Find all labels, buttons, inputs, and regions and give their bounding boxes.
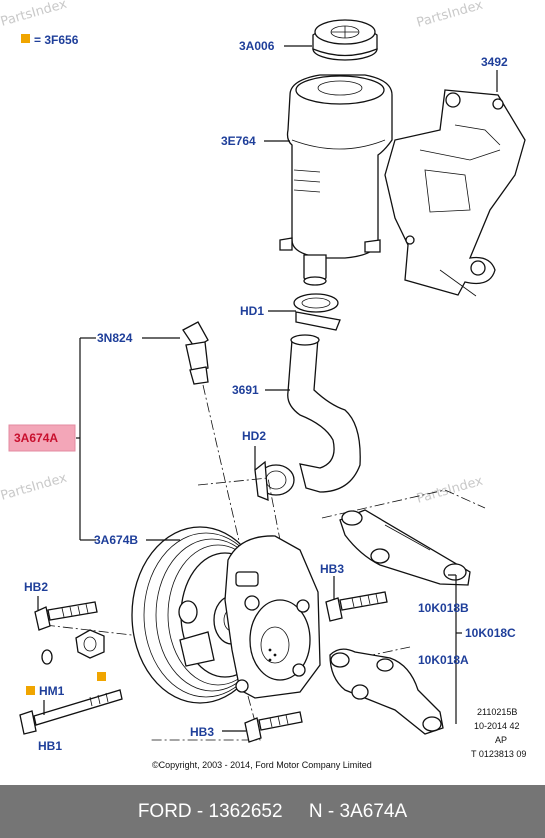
ref-line: T 0123813 09 [471, 749, 526, 759]
bracket-3492 [384, 89, 526, 297]
callout-hb1[interactable]: HB1 [38, 739, 62, 753]
axis-line [321, 489, 486, 519]
hose-end [290, 334, 320, 346]
callout-3691[interactable]: 3691 [232, 383, 259, 397]
stud-nut-hm1 [41, 629, 105, 665]
reservoir-cap [312, 19, 378, 61]
hm1-marker [97, 672, 106, 681]
callout-hd1[interactable]: HD1 [240, 304, 264, 318]
hose [287, 337, 361, 493]
pump-bracket-upper [339, 509, 471, 586]
callout-hb3-upper[interactable]: HB3 [320, 562, 344, 576]
parts-diagram: PartsIndex PartsIndex PartsIndex PartsIn… [0, 0, 526, 770]
footer-part: N - 3A674A [308, 800, 408, 822]
callout-10k018b[interactable]: 10K018B [418, 601, 469, 615]
legend-marker [21, 34, 30, 43]
copyright-text: ©Copyright, 2003 - 2014, Ford Motor Comp… [152, 760, 372, 770]
bolt-hb2 [34, 601, 98, 631]
footer-gap [283, 801, 309, 823]
callout-10k018c[interactable]: 10K018C [465, 626, 516, 640]
ref-line: AP [495, 735, 507, 745]
callout-hd2[interactable]: HD2 [242, 429, 266, 443]
hose-clamp-hd2 [254, 460, 295, 501]
callout-hb3-lower[interactable]: HB3 [190, 725, 214, 739]
footer-brand: FORD [137, 800, 192, 822]
callout-hb2[interactable]: HB2 [24, 580, 48, 594]
watermark-mid-left: PartsIndex [0, 471, 69, 504]
pressure-switch-3n824 [182, 321, 209, 385]
reference-block: 2110215B 10-2014 42 AP T 0123813 09 [471, 707, 526, 759]
footer-sep: - [191, 800, 209, 822]
footer-bar: FORD - 1362652 N - 3A674A [0, 785, 545, 838]
callout-3e764[interactable]: 3E764 [221, 134, 256, 148]
ref-line: 2110215B [477, 707, 517, 717]
bolt-hb3-upper [325, 591, 388, 622]
bolt-hb1 [19, 689, 123, 735]
selected-part-highlight [8, 424, 76, 452]
reservoir [279, 74, 393, 286]
hose-clamp-hd1 [293, 293, 341, 331]
bolt-hb3-lower [244, 711, 303, 743]
watermark-mid-right: PartsIndex [415, 474, 485, 507]
callout-3a674b[interactable]: 3A674B [94, 533, 138, 547]
axis-line [150, 695, 261, 741]
callout-hm1[interactable]: HM1 [39, 684, 65, 698]
leader-lines [37, 45, 498, 732]
ref-line: 10-2014 42 [474, 721, 520, 731]
footer-number: 1362652 [208, 800, 283, 822]
callout-3a006[interactable]: 3A006 [239, 39, 275, 53]
hm1-legend-marker [26, 686, 35, 695]
legend-label: = 3F656 [34, 33, 79, 47]
callout-3492[interactable]: 3492 [481, 55, 508, 69]
pump-bracket-lower [329, 648, 444, 735]
watermark-top-left: PartsIndex [0, 0, 69, 30]
power-steering-pump [178, 535, 321, 699]
callout-3a674a[interactable]: 3A674A [14, 431, 58, 445]
watermark-top-right: PartsIndex [415, 0, 485, 31]
callout-3n824[interactable]: 3N824 [97, 331, 133, 345]
callout-10k018a[interactable]: 10K018A [418, 653, 469, 667]
